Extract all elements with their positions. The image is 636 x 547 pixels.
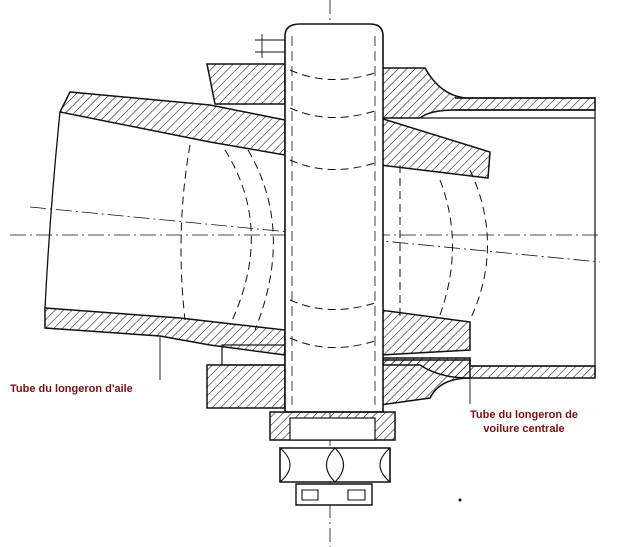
right-inner-sleeve-lower xyxy=(379,309,471,356)
left-upper-collar xyxy=(206,63,286,105)
left-lower-collar xyxy=(206,364,286,409)
right-inner-sleeve-upper xyxy=(379,116,491,179)
central-spar-tube-label-line2: voilure centrale xyxy=(483,423,565,435)
central-spar-tube-label-line1: Tube du longeron de xyxy=(470,409,578,421)
nut xyxy=(279,447,391,506)
bolt xyxy=(284,23,384,413)
central-spar-tube-label: Tube du longeron de voilure centrale xyxy=(470,408,578,436)
wing-spar-tube xyxy=(44,91,286,356)
dimension-mark xyxy=(255,34,285,58)
wing-spar-tube-label: Tube du longeron d'aile xyxy=(10,383,133,395)
